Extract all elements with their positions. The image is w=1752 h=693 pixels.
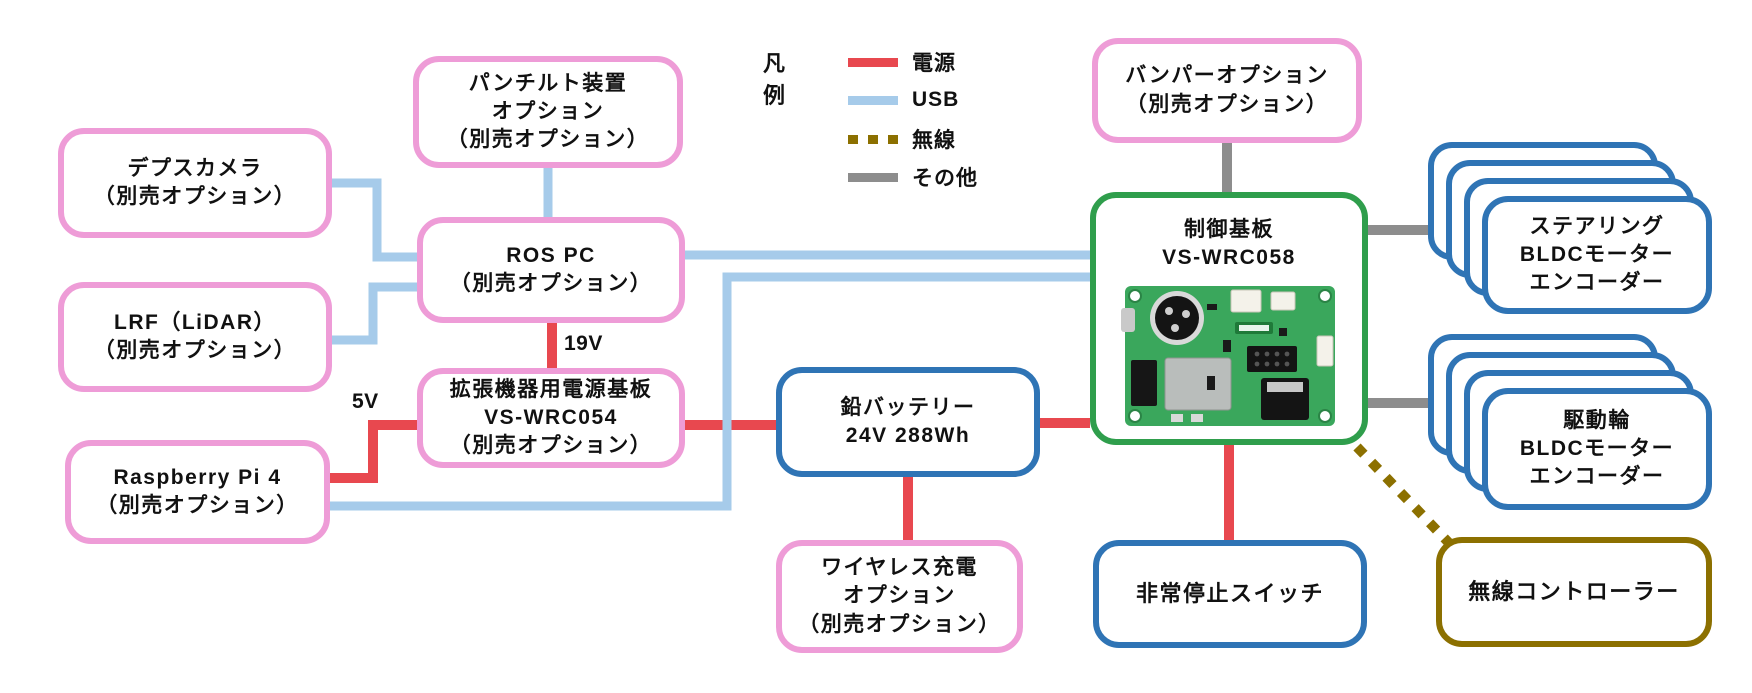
node-label: バンパーオプション — [1125, 64, 1329, 88]
node-label: 鉛バッテリー — [840, 395, 976, 419]
node-control-board: 制御基板 VS-WRC058 — [1090, 192, 1368, 445]
pcb-usb-port — [1121, 308, 1135, 333]
pcb-white-connector-2 — [1270, 291, 1296, 311]
usb-line-raspi-to-controlboard — [330, 272, 1090, 511]
legend-label-usb: USB — [912, 88, 960, 111]
node-ext-power-board: 拡張機器用電源基板 VS-WRC054 （別売オプション） — [417, 368, 685, 468]
legend-row-wireless: 無線 — [848, 126, 956, 152]
voltage-label-19v: 19V — [564, 332, 603, 355]
node-sublabel: （別売オプション） — [1125, 92, 1329, 116]
node-sublabel: （別売オプション） — [449, 272, 653, 295]
node-depth-camera: デプスカメラ （別売オプション） — [58, 128, 332, 238]
node-label3: エンコーダー — [1529, 465, 1665, 489]
node-steering-motor: ステアリング BLDCモーター エンコーダー — [1482, 196, 1712, 314]
other-line-swatch — [848, 172, 898, 182]
node-label2: BLDCモーター — [1519, 436, 1675, 460]
voltage-label-5v: 5V — [352, 390, 379, 413]
node-label2: オプション — [491, 99, 605, 123]
pcb-box-header — [1247, 346, 1297, 373]
node-label: ステアリング — [1529, 214, 1665, 238]
node-label: 拡張機器用電源基板 — [449, 377, 653, 401]
node-label: デプスカメラ — [127, 156, 263, 180]
node-model: VS-WRC054 — [484, 405, 618, 429]
legend-title: 凡例 — [763, 51, 788, 108]
pcb-white-connector-1 — [1230, 289, 1262, 313]
legend-row-other: その他 — [848, 164, 978, 190]
node-lrf-lidar: LRF（LiDAR） （別売オプション） — [58, 282, 332, 392]
node-label: 制御基板 — [1184, 218, 1274, 241]
node-label: 非常停止スイッチ — [1135, 581, 1324, 607]
node-label: 駆動輪 — [1563, 408, 1631, 432]
node-emergency-stop: 非常停止スイッチ — [1093, 540, 1367, 648]
node-spec: 24V 288Wh — [845, 424, 971, 447]
node-model: VS-WRC058 — [1162, 246, 1296, 270]
wireless-line-controlboard-to-controller — [1353, 443, 1453, 547]
legend-row-power: 電源 — [848, 49, 956, 75]
usb-line-swatch — [848, 95, 898, 105]
node-sublabel: （別売オプション） — [798, 612, 1001, 636]
node-wireless-charge: ワイヤレス充電 オプション （別売オプション） — [776, 540, 1023, 653]
node-label: パンチルト装置 — [468, 71, 628, 95]
node-label2: オプション — [843, 584, 956, 608]
node-sublabel: （別売オプション） — [96, 494, 299, 517]
legend-label-wireless: 無線 — [912, 129, 956, 152]
node-label: ワイヤレス充電 — [821, 556, 978, 580]
wireless-line-swatch — [848, 134, 898, 144]
power-line-extboard-to-raspi-5v — [330, 420, 417, 483]
node-sublabel: （別売オプション） — [93, 339, 297, 362]
legend-label-power: 電源 — [912, 52, 956, 75]
usb-line-lrf-to-rospc — [332, 282, 418, 345]
usb-line-depthcamera-to-rospc — [332, 178, 418, 262]
power-line-swatch — [848, 57, 898, 67]
node-raspberry-pi: Raspberry Pi 4 （別売オプション） — [65, 440, 330, 544]
node-label: ROS PC — [506, 243, 596, 267]
node-drive-motor: 駆動輪 BLDCモーター エンコーダー — [1482, 388, 1712, 510]
node-sublabel: （別売オプション） — [446, 128, 650, 152]
pcb-xlr-connector — [1155, 296, 1199, 341]
node-battery: 鉛バッテリー 24V 288Wh — [776, 367, 1040, 477]
node-label: LRF（LiDAR） — [114, 310, 276, 334]
legend-label-other: その他 — [912, 167, 978, 190]
node-bumper: バンパーオプション （別売オプション） — [1092, 38, 1362, 143]
node-label2: BLDCモーター — [1519, 242, 1675, 266]
node-ros-pc: ROS PC （別売オプション） — [417, 217, 685, 323]
pcb-shield-module — [1164, 357, 1232, 411]
node-label: 無線コントローラー — [1468, 579, 1680, 605]
node-sublabel: （別売オプション） — [449, 434, 653, 458]
node-sublabel: （別売オプション） — [93, 185, 297, 208]
node-label3: エンコーダー — [1529, 271, 1665, 295]
control-board-photo — [1121, 286, 1335, 427]
node-wireless-controller: 無線コントローラー — [1436, 537, 1712, 647]
node-label: Raspberry Pi 4 — [113, 465, 282, 489]
node-pan-tilt: パンチルト装置 オプション （別売オプション） — [413, 56, 683, 168]
pcb-black-socket — [1131, 360, 1157, 407]
legend-row-usb: USB — [848, 87, 959, 113]
pcb-white-connector-3 — [1316, 335, 1334, 367]
